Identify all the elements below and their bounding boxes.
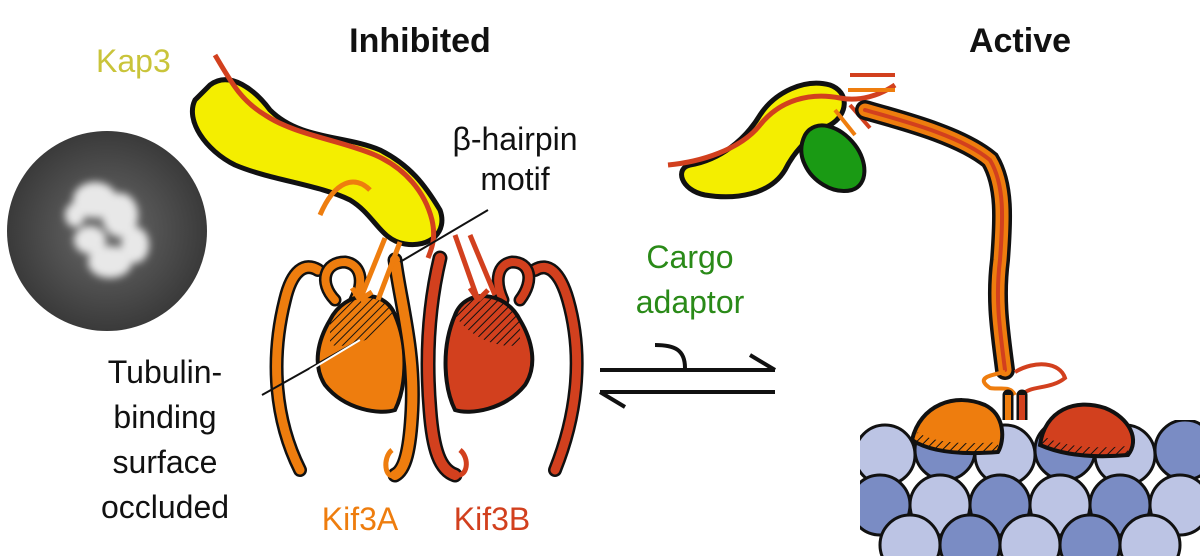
inhibited-complex [189,53,584,483]
em-class-average-image [7,131,207,331]
kif3b-label: Kif3B [454,501,530,537]
active-title: Active [969,22,1071,60]
tubulin-label-line4: occluded [101,489,229,525]
tubulin-label-line2: binding [113,399,216,435]
tubulin-label-line3: surface [113,444,218,480]
inhibited-title: Inhibited [349,22,491,60]
cargo-label-line1: Cargo [646,239,733,275]
beta-hairpin-label-line2: motif [480,161,549,197]
active-complex [667,73,1200,556]
tubulin-label-line1: Tubulin- [108,354,222,390]
beta-hairpin-label-line1: β-hairpin [452,121,577,157]
kif3a-label: Kif3A [322,501,399,537]
equilibrium-arrows-icon [598,343,777,409]
kap3-label: Kap3 [96,43,171,79]
cargo-label-line2: adaptor [636,284,745,320]
